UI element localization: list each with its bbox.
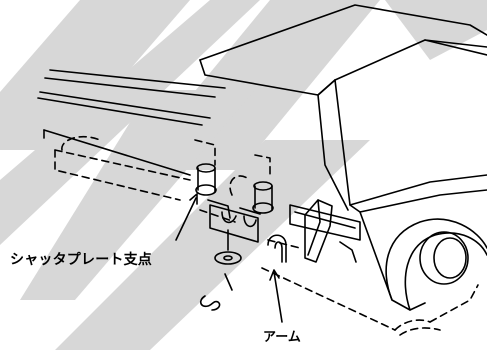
dashed-edge <box>254 154 271 179</box>
side-block <box>349 189 487 213</box>
washer-hole <box>223 255 233 261</box>
side-block-curve-inner <box>404 232 487 311</box>
body-top-edge <box>49 69 226 89</box>
dashed-edge <box>199 209 236 223</box>
side-block-lower <box>359 211 426 311</box>
latch-rail-inner <box>294 211 356 229</box>
top-cover-front <box>317 94 349 211</box>
dashed-edge <box>194 139 216 166</box>
pivot-slot <box>207 199 261 219</box>
latch-lever <box>289 199 361 263</box>
washer-icon <box>214 251 242 265</box>
body-top-edge <box>39 91 211 119</box>
e-clip-leader <box>224 273 233 291</box>
top-cover-face <box>334 79 487 206</box>
arm-body <box>267 234 287 263</box>
body-top-edge <box>44 77 216 98</box>
dashed-edge <box>54 149 181 201</box>
pivot-assembly <box>195 163 274 219</box>
dashed-curve <box>61 135 101 151</box>
latch-rail-foot <box>339 241 357 263</box>
pivot-leader-arrow <box>189 193 198 205</box>
shutter-plate-slot <box>243 215 257 228</box>
top-cover-corner <box>424 39 487 48</box>
dashed-edge <box>261 267 396 331</box>
pivot-cap <box>196 163 216 173</box>
shutter-plate-slot <box>221 211 237 224</box>
dashed-curve <box>399 327 441 336</box>
top-cover <box>199 4 487 61</box>
pivot-base <box>195 184 217 196</box>
latch-edge <box>307 199 321 256</box>
knob-icon <box>419 231 469 285</box>
arm-leader-arrow <box>269 269 280 281</box>
arm-body <box>274 241 283 263</box>
knob-face <box>433 237 467 279</box>
top-cover-chamfer <box>317 79 336 96</box>
pivot-cap <box>253 181 273 191</box>
arm-label: アーム <box>263 330 301 345</box>
body-lower-edge <box>43 129 191 176</box>
top-cover-bevel <box>334 39 487 81</box>
watermark-stripe <box>55 140 370 350</box>
dashed-curve <box>394 319 431 331</box>
side-block-curve <box>385 218 487 301</box>
machine-line-art <box>37 4 487 336</box>
pivot-leader <box>175 197 197 241</box>
dashed-edge <box>429 284 479 323</box>
e-clip-icon <box>199 295 221 311</box>
arm-leader <box>273 271 283 323</box>
hidden-outline <box>54 135 479 336</box>
shutter-plate-outline <box>209 204 259 243</box>
shutter-plate <box>209 204 259 243</box>
latch-rail <box>289 204 361 241</box>
dashed-edge <box>54 149 191 181</box>
arm-part <box>267 234 287 323</box>
shutter-plate-pivot-label: シャッタプレート支点 <box>10 252 152 268</box>
watermark-stripe <box>20 90 255 300</box>
pivot-base <box>252 202 274 214</box>
body-top-edge <box>37 97 203 126</box>
dashed-curve <box>229 175 251 196</box>
dashed-edge <box>267 239 301 249</box>
